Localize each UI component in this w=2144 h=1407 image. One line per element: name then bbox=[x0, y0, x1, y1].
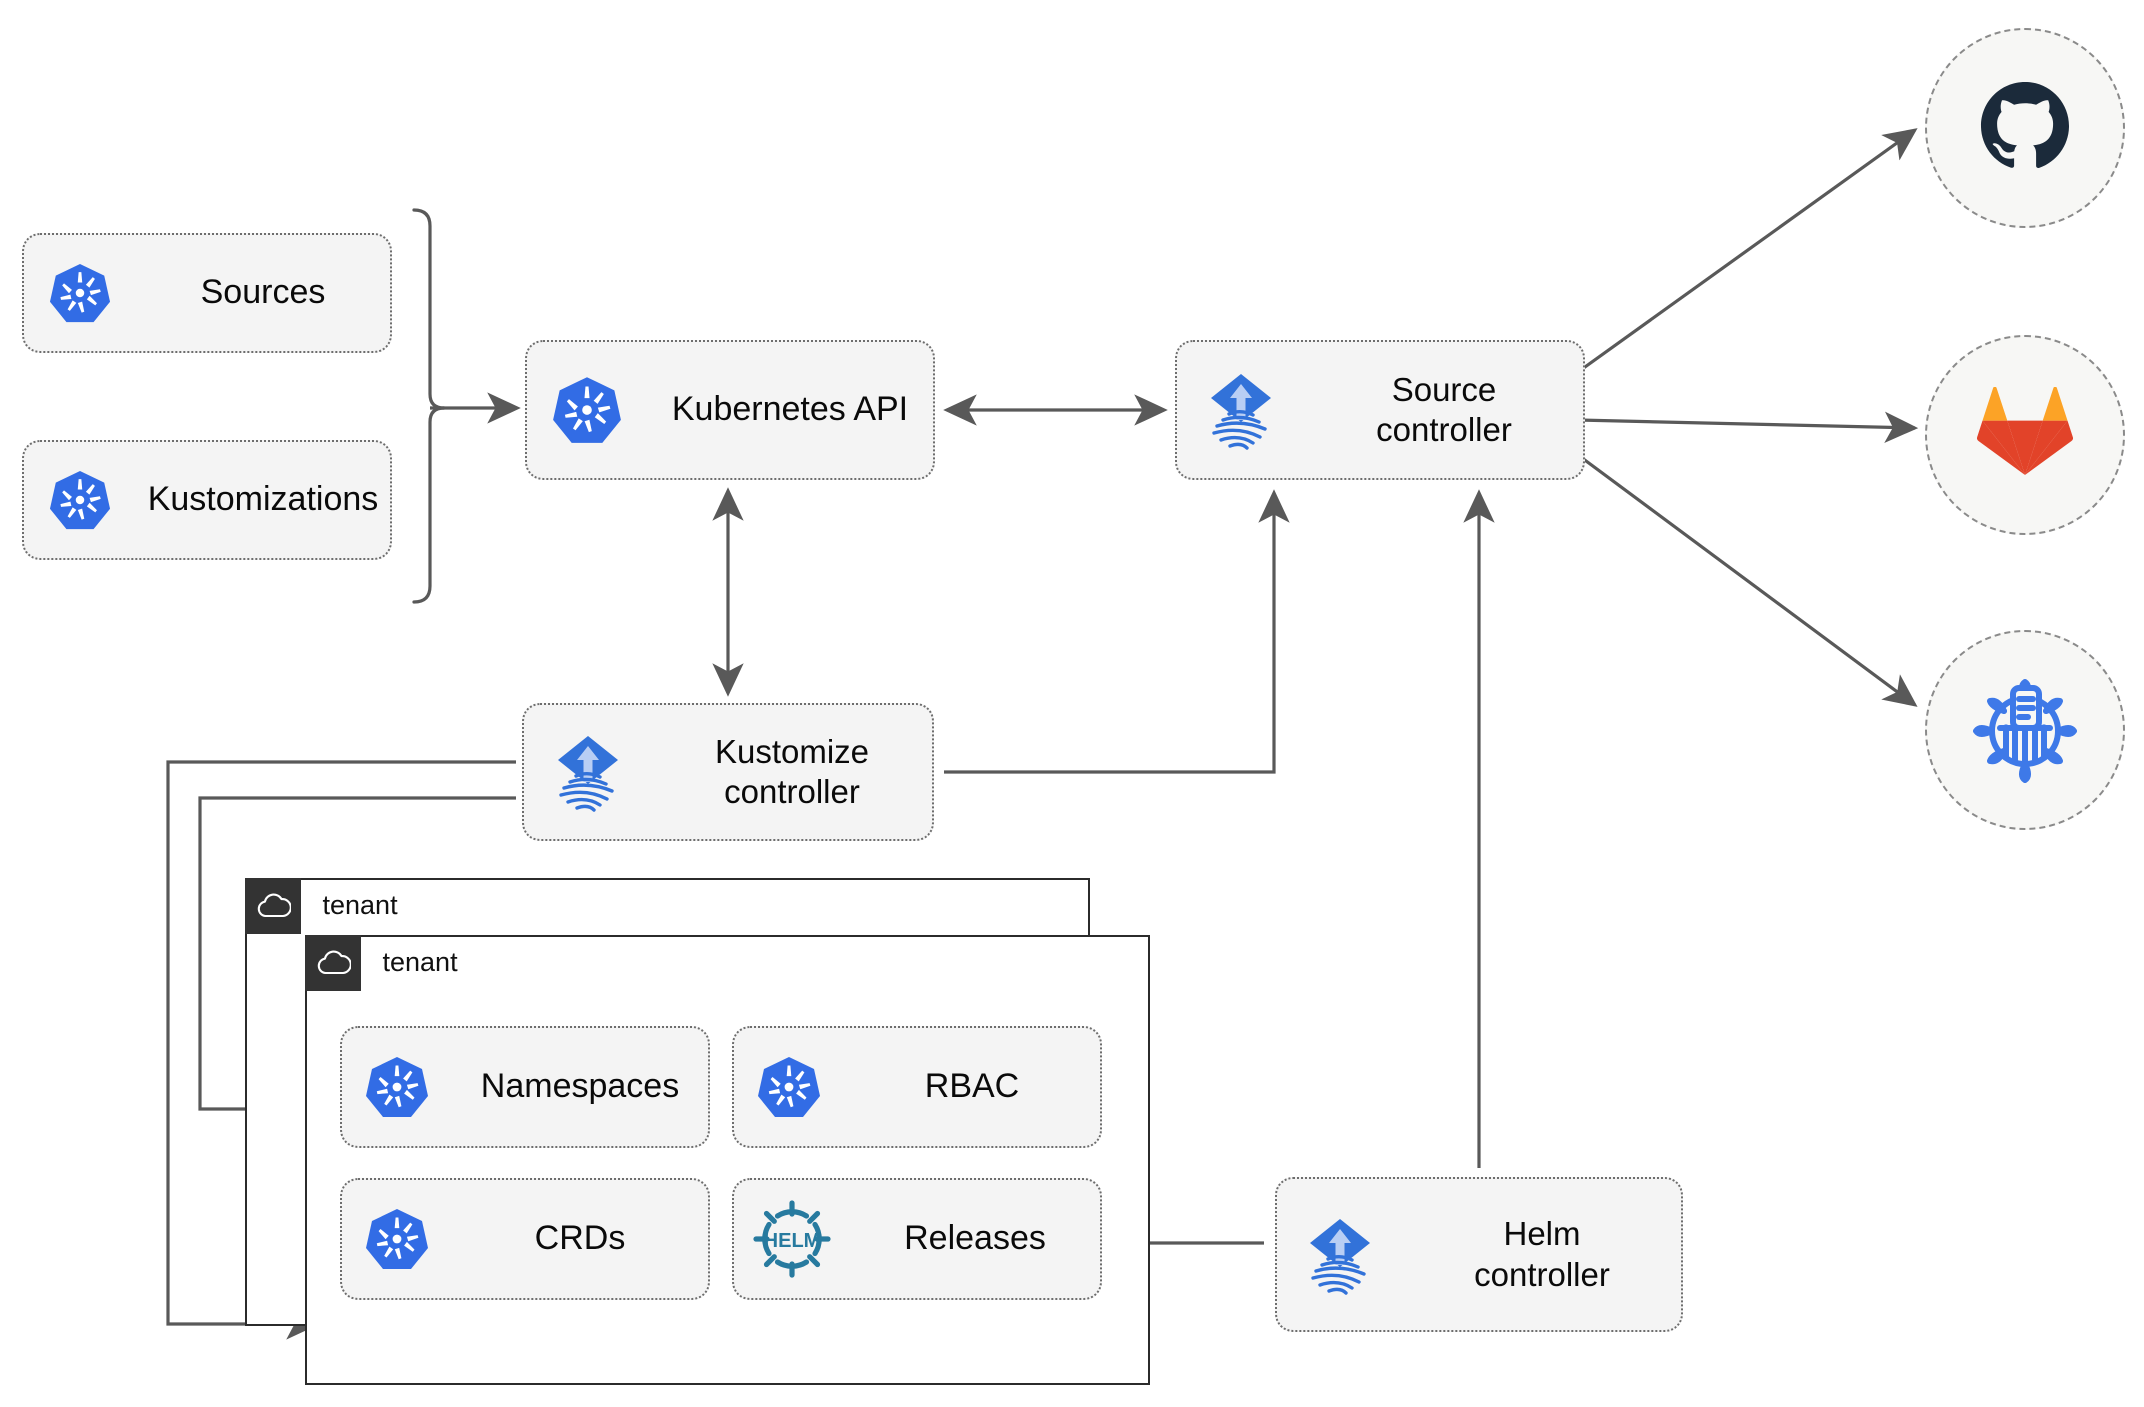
kubernetes-icon bbox=[342, 1207, 452, 1271]
kubernetes-icon bbox=[342, 1055, 452, 1119]
tenant-outer-header: tenant bbox=[244, 877, 398, 934]
edge-sctl-gitlab bbox=[1577, 411, 1919, 443]
node-releases-label: Releases bbox=[904, 1219, 1046, 1258]
node-crds[interactable]: CRDs bbox=[340, 1178, 710, 1300]
kubernetes-icon bbox=[24, 262, 136, 324]
repo-gitlab[interactable] bbox=[1925, 335, 2125, 535]
edge-sctl-helmrepo bbox=[1577, 453, 1918, 707]
cloud-icon bbox=[304, 934, 361, 991]
node-rbac-label: RBAC bbox=[924, 1067, 1020, 1106]
kubernetes-icon bbox=[527, 375, 647, 445]
node-kustomizations-label: Kustomizations bbox=[147, 480, 379, 519]
node-kustomize-controller[interactable]: Kustomize controller bbox=[522, 703, 934, 841]
node-source-controller[interactable]: Source controller bbox=[1175, 340, 1585, 480]
node-kustomizations[interactable]: Kustomizations bbox=[22, 440, 392, 560]
repo-github[interactable] bbox=[1925, 28, 2125, 228]
node-helm-controller[interactable]: Helm controller bbox=[1275, 1177, 1683, 1332]
node-namespaces-label: Namespaces bbox=[480, 1067, 680, 1106]
node-releases[interactable]: HELM Releases bbox=[732, 1178, 1102, 1300]
node-crds-label: CRDs bbox=[534, 1219, 626, 1258]
node-namespaces[interactable]: Namespaces bbox=[340, 1026, 710, 1148]
node-sources-label: Sources bbox=[200, 273, 326, 312]
flux-icon bbox=[1277, 1213, 1403, 1297]
node-kubernetes-api-label: Kubernetes API bbox=[671, 390, 909, 429]
bracket-bottom bbox=[412, 406, 446, 604]
tenant-outer-label: tenant bbox=[322, 890, 398, 920]
node-helm-controller-label: Helm controller bbox=[1474, 1215, 1610, 1293]
svg-text:HELM: HELM bbox=[764, 1230, 821, 1252]
node-source-controller-label: Source controller bbox=[1376, 370, 1512, 448]
repo-helm-repository[interactable] bbox=[1925, 630, 2125, 830]
edge-sctl-github bbox=[1577, 128, 1918, 374]
kubernetes-icon bbox=[24, 469, 136, 531]
gitlab-icon bbox=[1977, 386, 2073, 484]
helm-icon: HELM bbox=[734, 1200, 850, 1278]
edge-kctl-sctl bbox=[944, 489, 1290, 774]
bracket-top bbox=[412, 208, 446, 410]
node-sources[interactable]: Sources bbox=[22, 233, 392, 353]
tenant-inner-label: tenant bbox=[382, 947, 458, 977]
node-kustomize-controller-label: Kustomize controller bbox=[714, 732, 870, 810]
helm-repository-icon bbox=[1970, 673, 2080, 788]
tenant-frame-inner[interactable]: tenant bbox=[304, 934, 1150, 1385]
flux-icon bbox=[524, 730, 652, 814]
flux-icon bbox=[1177, 368, 1305, 452]
cloud-icon bbox=[244, 877, 301, 934]
tenant-inner-header: tenant bbox=[304, 934, 458, 991]
node-rbac[interactable]: RBAC bbox=[732, 1026, 1102, 1148]
kubernetes-icon bbox=[734, 1055, 844, 1119]
node-kubernetes-api[interactable]: Kubernetes API bbox=[525, 340, 935, 480]
github-icon bbox=[1975, 76, 2075, 181]
